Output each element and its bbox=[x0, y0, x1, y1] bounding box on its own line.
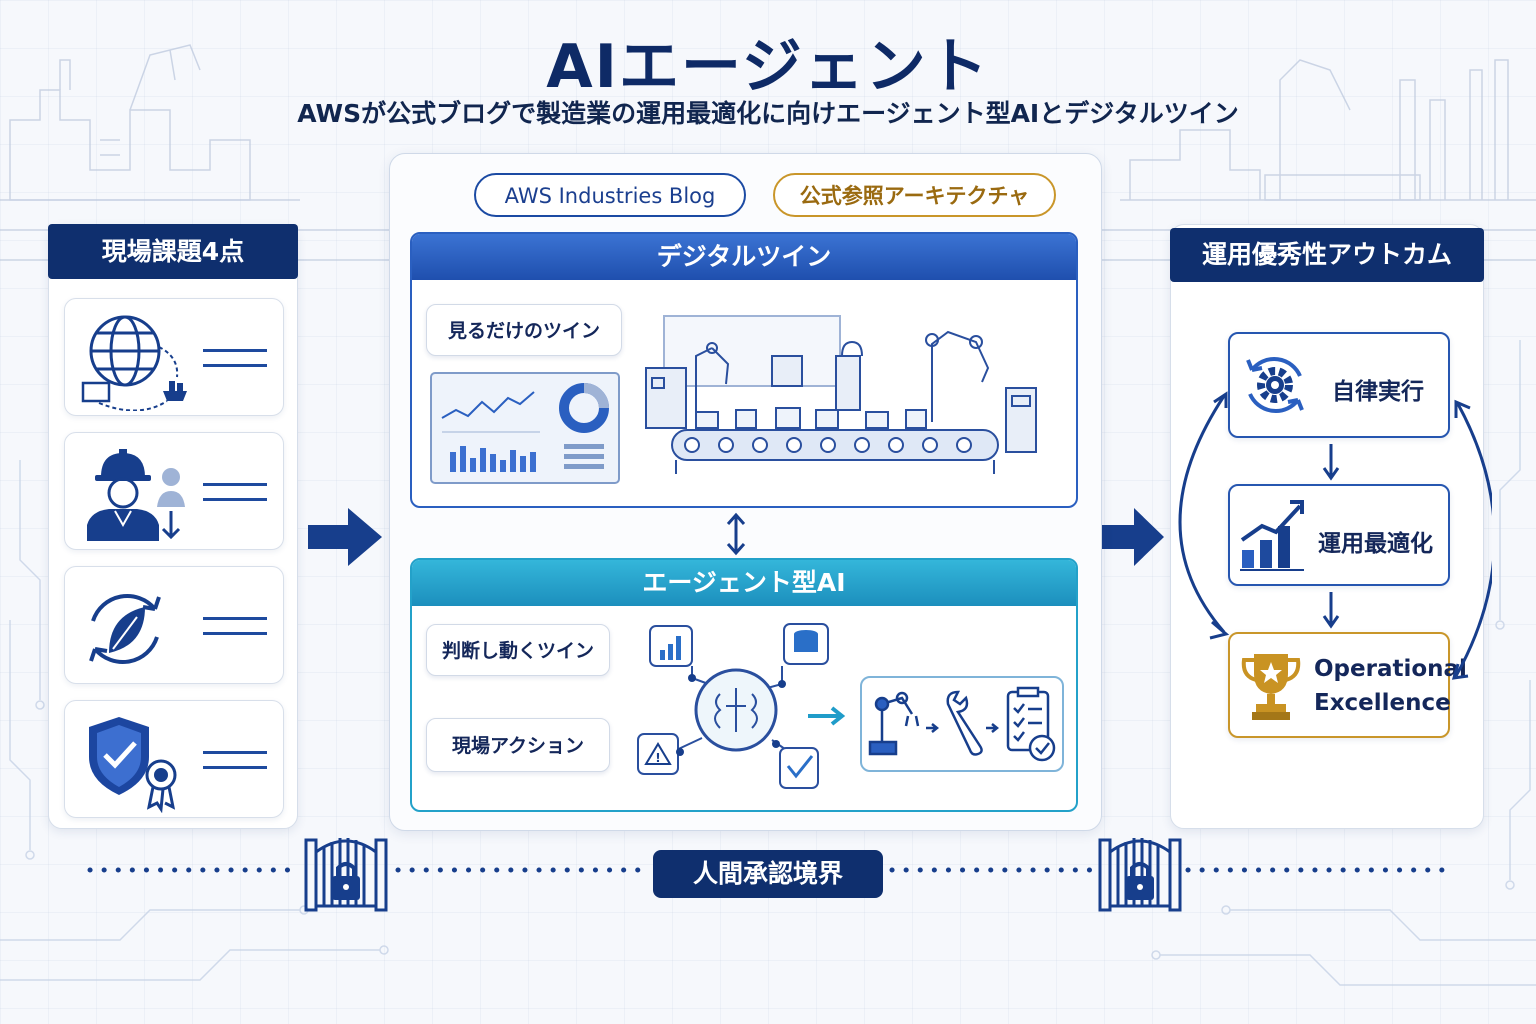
field-action-tag: 現場アクション bbox=[426, 718, 610, 772]
quality-shield-icon bbox=[89, 717, 177, 813]
gate-lock-icon bbox=[304, 838, 388, 912]
autonomous-execution-label: 自律実行 bbox=[1332, 379, 1424, 405]
gear-cycle-icon bbox=[1246, 357, 1304, 413]
worker-decline-icon bbox=[87, 449, 185, 541]
issues-panel-header: 現場課題4点 bbox=[48, 224, 298, 279]
placeholder-lines bbox=[203, 349, 267, 379]
issue-card-supply-chain bbox=[64, 298, 284, 416]
bidirectional-arrow-icon bbox=[726, 512, 746, 556]
acting-twin-tag: 判断し動くツイン bbox=[426, 624, 610, 676]
placeholder-lines bbox=[203, 483, 267, 513]
agentic-ai-header: エージェント型AI bbox=[412, 560, 1076, 606]
dashboard-screen-icon bbox=[430, 372, 620, 484]
feedback-loop-arrows bbox=[1178, 391, 1492, 680]
arrow-right-icon bbox=[1102, 508, 1164, 566]
issue-card-quality bbox=[64, 700, 284, 818]
boundary-dotted-line bbox=[87, 867, 1449, 873]
svg-text:!: ! bbox=[655, 751, 660, 765]
issue-card-sustainability bbox=[64, 566, 284, 684]
view-only-twin-tag: 見るだけのツイン bbox=[426, 304, 622, 356]
placeholder-lines bbox=[203, 617, 267, 647]
aws-blog-badge: AWS Industries Blog bbox=[474, 173, 746, 217]
operational-excellence-label-2: Excellence bbox=[1314, 690, 1451, 716]
subtitle: AWSが公式ブログで製造業の運用最適化に向けエージェント型AIとデジタルツイン bbox=[297, 99, 1239, 128]
placeholder-lines bbox=[203, 751, 267, 781]
operational-optimization-label: 運用最適化 bbox=[1318, 531, 1433, 557]
arrow-down-icon bbox=[1322, 592, 1340, 629]
outcomes-panel-header: 運用優秀性アウトカム bbox=[1170, 228, 1484, 282]
main-title: AIエージェント bbox=[546, 32, 990, 102]
sustainability-cycle-icon bbox=[89, 594, 161, 664]
robot-wrench-checklist-icon bbox=[868, 686, 1056, 762]
reference-architecture-badge: 公式参照アーキテクチャ bbox=[773, 173, 1056, 217]
ai-brain-network-icon: ! bbox=[637, 623, 829, 789]
trophy-icon bbox=[1241, 654, 1301, 720]
arrow-right-icon bbox=[308, 508, 382, 566]
growth-chart-icon bbox=[1240, 500, 1304, 571]
gate-lock-icon bbox=[1098, 838, 1182, 912]
arrow-down-icon bbox=[1322, 444, 1340, 481]
human-approval-boundary-label: 人間承認境界 bbox=[653, 850, 883, 898]
factory-conveyor-icon bbox=[645, 315, 1037, 474]
digital-twin-header: デジタルツイン bbox=[412, 234, 1076, 280]
operational-excellence-label-1: Operational bbox=[1314, 656, 1467, 682]
issue-card-workforce bbox=[64, 432, 284, 550]
arrow-right-icon bbox=[808, 706, 846, 726]
globe-supply-chain-icon bbox=[81, 315, 187, 411]
